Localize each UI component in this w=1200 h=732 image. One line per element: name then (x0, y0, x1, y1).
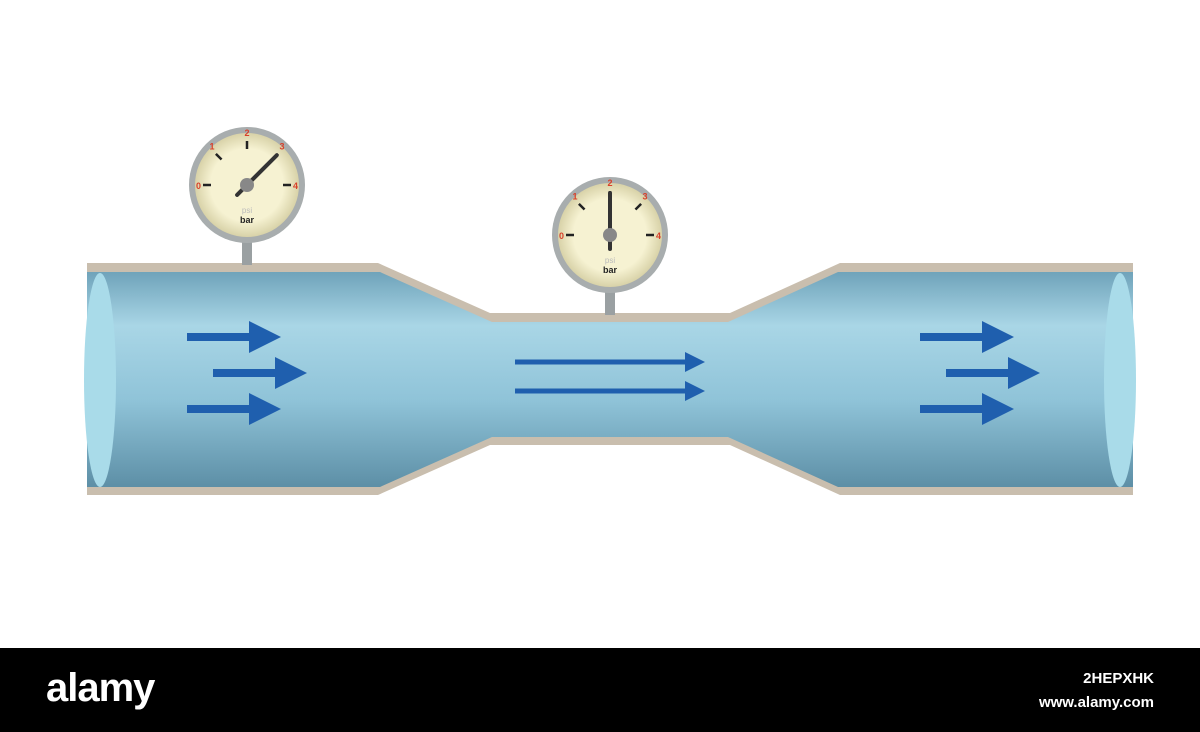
gauge-stem (242, 239, 252, 265)
flow-arrows (187, 321, 1040, 425)
gauge-tick-label: 3 (280, 141, 285, 151)
footer-bar: alamy 2HEPXHK www.alamy.com (0, 648, 1200, 732)
gauge-stem (605, 289, 615, 315)
gauge-hub (240, 178, 254, 192)
gauge-tick-label: 1 (572, 191, 577, 201)
gauge-tick-label: 1 (209, 141, 214, 151)
gauge-tick (634, 203, 642, 211)
gauge-tick (578, 203, 586, 211)
gauge-tick-label: 4 (293, 181, 298, 191)
site-url: www.alamy.com (1038, 694, 1154, 711)
pipe-body (87, 272, 1133, 487)
alamy-logo: alamy (46, 666, 155, 710)
gauge-unit-bar: bar (240, 215, 255, 225)
gauge-tick (215, 153, 223, 161)
pipe-outlet (1104, 273, 1136, 487)
pipe-inlet (84, 273, 116, 487)
gauge-tick-label: 0 (559, 231, 564, 241)
gauge-tick-label: 3 (643, 191, 648, 201)
gauge-tick-label: 4 (656, 231, 661, 241)
gauge-tick-label: 2 (244, 128, 249, 138)
gauge-unit-bar: bar (603, 265, 618, 275)
image-code: 2HEPXHK (1083, 670, 1154, 687)
gauge-tick-label: 2 (607, 178, 612, 188)
gauge-unit-psi: psi (605, 256, 615, 265)
gauge-tick-label: 0 (196, 181, 201, 191)
gauge-unit-psi: psi (242, 206, 252, 215)
gauge-hub (603, 228, 617, 242)
